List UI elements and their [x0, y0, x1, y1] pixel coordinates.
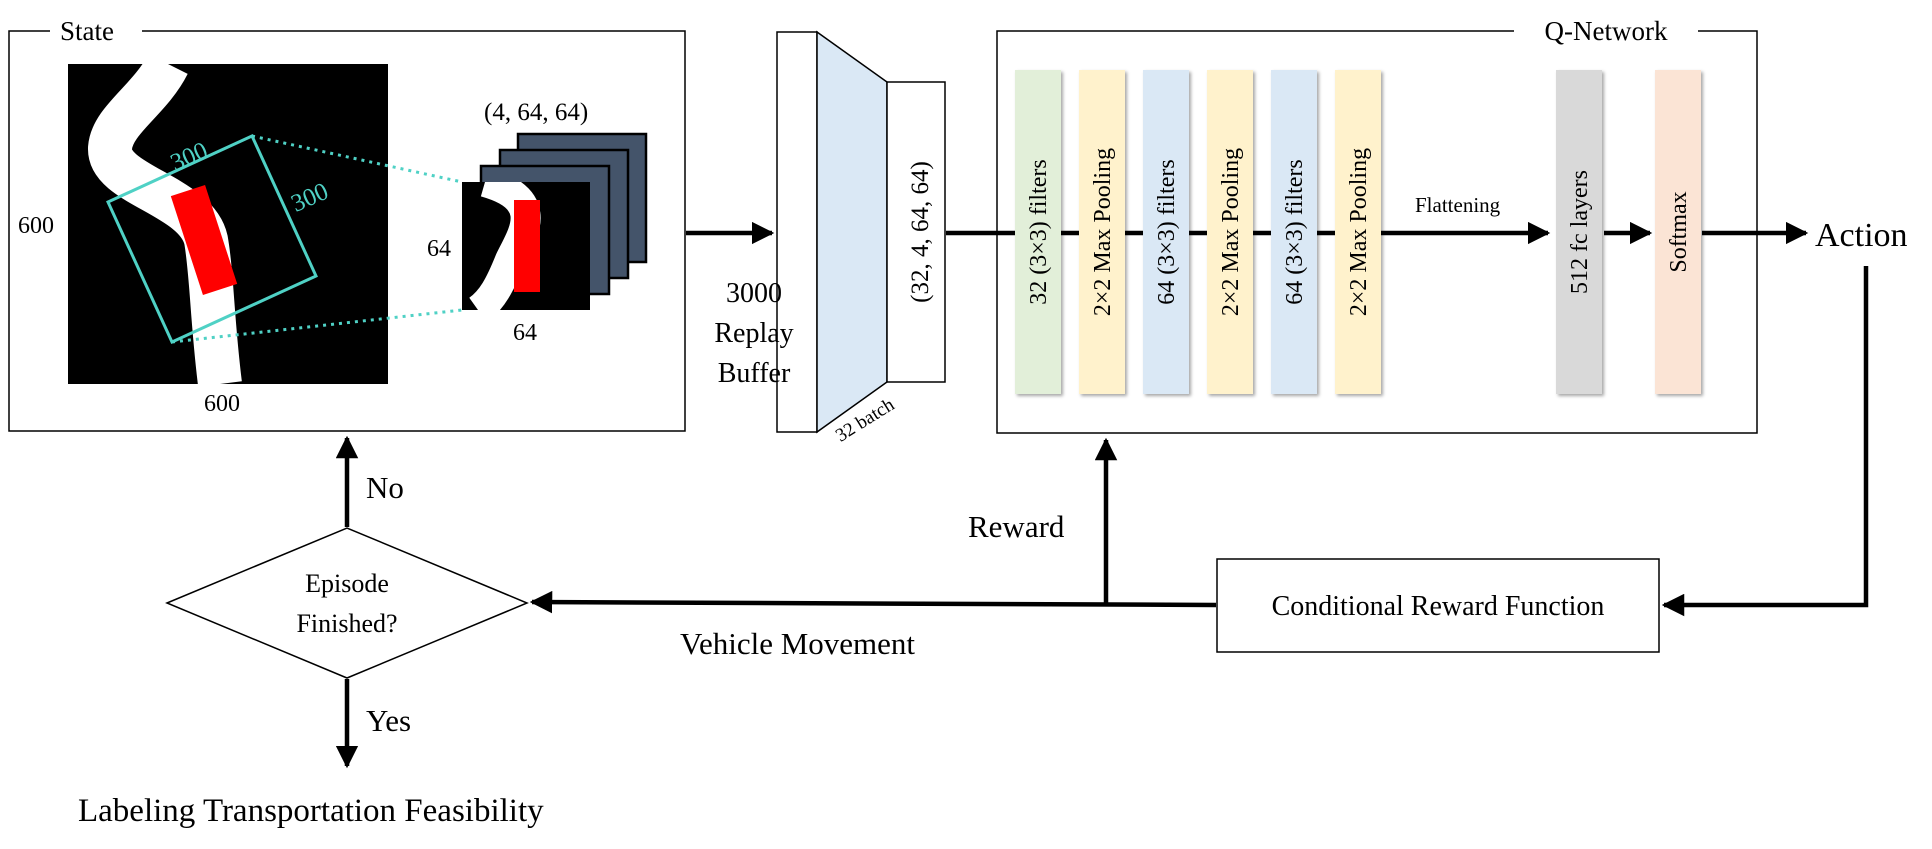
layer-block-5 [1271, 70, 1317, 394]
conv-layer-group: 32 (3×3) filters 2×2 Max Pooling 64 (3×3) … [1015, 70, 1381, 394]
layer-label-1: 32 (3×3) filters [1026, 159, 1052, 305]
state-title: State [60, 16, 114, 46]
movement-to-decision-arrow [529, 590, 1217, 614]
reward-label: Reward [968, 509, 1065, 544]
outcome-label: Labeling Transportation Feasibility [78, 793, 544, 829]
stack-shape-label: (4, 64, 64) [484, 99, 588, 126]
layer-block-4 [1207, 70, 1253, 394]
full-width-label: 600 [204, 391, 240, 417]
layer-block-3 [1143, 70, 1189, 394]
layer-block-2 [1079, 70, 1125, 394]
reward-function-box: Conditional Reward Function [1216, 558, 1660, 653]
yes-label: Yes [366, 703, 411, 738]
replay-buffer: (32, 4, 64, 64) 32 batch 3000 Replay Buf… [714, 30, 946, 446]
replay-label-line2: Buffer [718, 358, 791, 389]
layer-block-1 [1015, 70, 1061, 394]
batch-shape-label: (32, 4, 64, 64) [907, 161, 934, 303]
q-network-title: Q-Network [1545, 16, 1668, 46]
replay-size-label: 3000 [726, 278, 782, 309]
layer-label-5: 64 (3×3) filters [1282, 159, 1308, 305]
stack-width-label: 64 [513, 320, 537, 346]
projection-line-bottom [171, 308, 463, 344]
softmax-label: Softmax [1666, 191, 1692, 272]
layer-label-4: 2×2 Max Pooling [1218, 148, 1244, 316]
reward-function-label: Conditional Reward Function [1272, 591, 1605, 622]
state-frame [8, 30, 686, 432]
fc-layer-label: 512 fc layers [1567, 170, 1593, 294]
vehicle-marker [170, 184, 238, 296]
layer-label-6: 2×2 Max Pooling [1346, 148, 1372, 316]
road-map-image [68, 64, 388, 384]
action-to-reward-arrow [1661, 266, 1869, 617]
no-label: No [366, 470, 404, 505]
layer-block-6 [1335, 70, 1381, 394]
replay-buffer-panel [816, 30, 888, 434]
cropped-frame [462, 182, 590, 310]
cropped-vehicle-marker [514, 200, 540, 292]
layer-label-3: 64 (3×3) filters [1154, 159, 1180, 305]
stack-height-label: 64 [427, 236, 451, 262]
softmax-layer: Softmax [1655, 70, 1701, 394]
full-height-label: 600 [18, 213, 54, 239]
vehicle-movement-label: Vehicle Movement [680, 626, 915, 661]
frame-stack [462, 132, 648, 310]
q-network: Q-Network Flattening 32 (3×3) filters 2×2… [946, 14, 1758, 434]
crop-region [106, 134, 318, 344]
replay-label-line1: Replay [714, 318, 793, 349]
batch-block [886, 81, 946, 383]
layer-label-2: 2×2 Max Pooling [1090, 148, 1116, 316]
decision-line1: Episode [305, 569, 389, 598]
state-panel: State 300 300 600 600 (4, 64, 64) 64 [8, 14, 686, 432]
flattening-label: Flattening [1415, 193, 1501, 217]
fc-layer: 512 fc layers [1556, 70, 1602, 394]
action-label: Action [1815, 217, 1908, 254]
episode-decision: Episode Finished? [165, 527, 529, 679]
decision-line2: Finished? [296, 609, 397, 638]
